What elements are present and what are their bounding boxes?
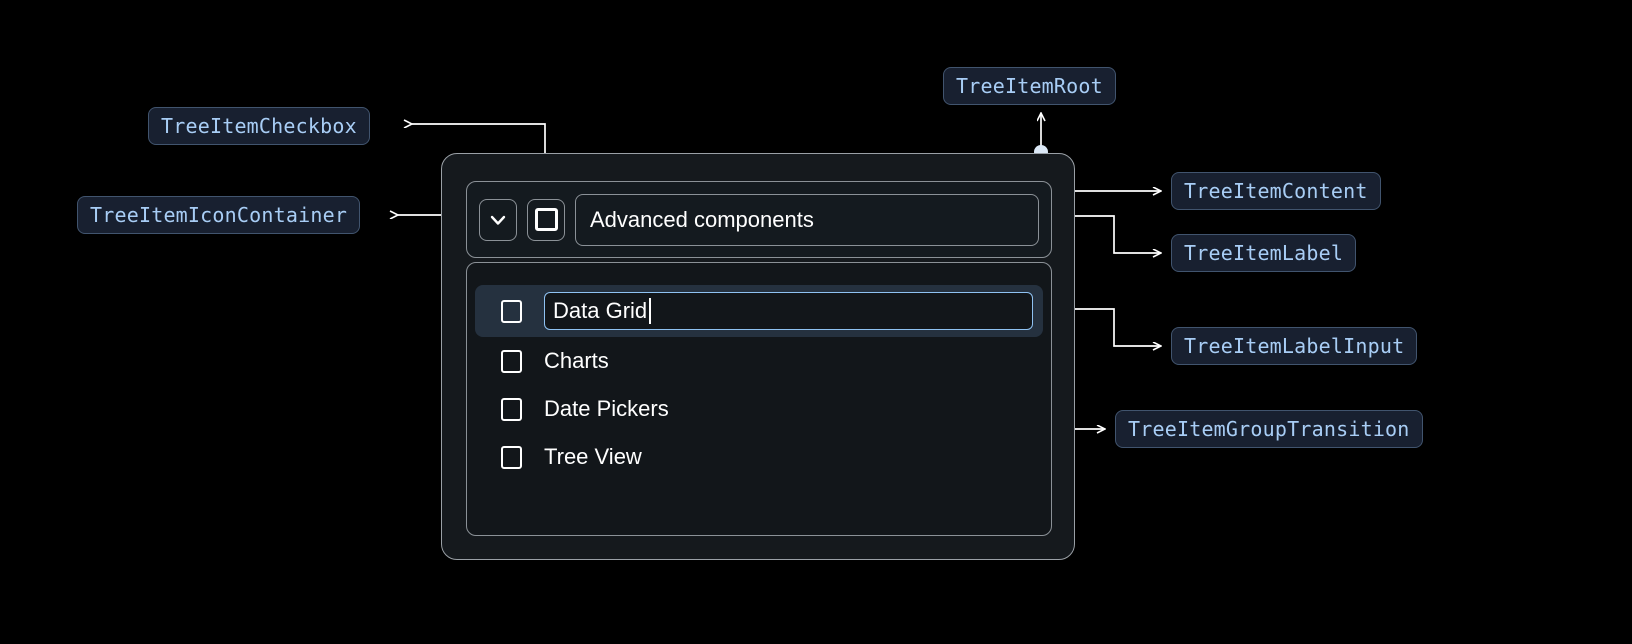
checkbox-icon[interactable] [501, 397, 522, 421]
checkbox-icon[interactable] [501, 299, 522, 323]
tree-item-label-text: Charts [544, 348, 609, 373]
checkbox-icon[interactable] [501, 445, 522, 469]
tree-item-label-text: Advanced components [590, 206, 814, 232]
tree-item-label-text: Tree View [544, 444, 642, 469]
annotation-tree-item-content: TreeItemContent [1171, 172, 1381, 210]
tree-item-row-data-grid[interactable]: Data Grid [475, 285, 1043, 337]
wire-tree-item-label-input [1043, 308, 1161, 346]
annotation-tree-item-label-input: TreeItemLabelInput [1171, 327, 1418, 365]
tree-item-root[interactable]: Advanced components Data Grid Charts Dat… [441, 153, 1075, 560]
checkbox-icon[interactable] [501, 349, 522, 373]
tree-item-content[interactable]: Advanced components [466, 181, 1052, 258]
annotation-tree-item-label: TreeItemLabel [1171, 234, 1357, 272]
tree-item-icon-container[interactable] [479, 198, 517, 241]
tree-item-checkbox[interactable] [527, 198, 565, 241]
tree-item-label-input[interactable]: Data Grid [544, 292, 1033, 330]
label-input-value: Data Grid [553, 298, 648, 323]
tree-item-group-transition: Data Grid Charts Date Pickers Tree View [466, 262, 1052, 536]
annotation-tree-item-group-transition: TreeItemGroupTransition [1115, 410, 1423, 448]
checkbox-box-icon [534, 208, 558, 231]
wire-tree-item-label [1043, 215, 1161, 253]
tree-item-row-charts[interactable]: Charts [467, 337, 1051, 385]
tree-item-label-text: Date Pickers [544, 396, 669, 421]
annotation-tree-item-checkbox: TreeItemCheckbox [148, 107, 370, 145]
annotation-tree-item-root: TreeItemRoot [943, 67, 1116, 105]
chevron-down-icon [490, 215, 506, 225]
tree-item-row-date-pickers[interactable]: Date Pickers [467, 385, 1051, 433]
tree-item-row-tree-view[interactable]: Tree View [467, 433, 1051, 481]
tree-item-label[interactable]: Advanced components [575, 193, 1039, 246]
annotation-tree-item-icon-container: TreeItemIconContainer [77, 196, 361, 234]
text-caret [649, 298, 651, 324]
